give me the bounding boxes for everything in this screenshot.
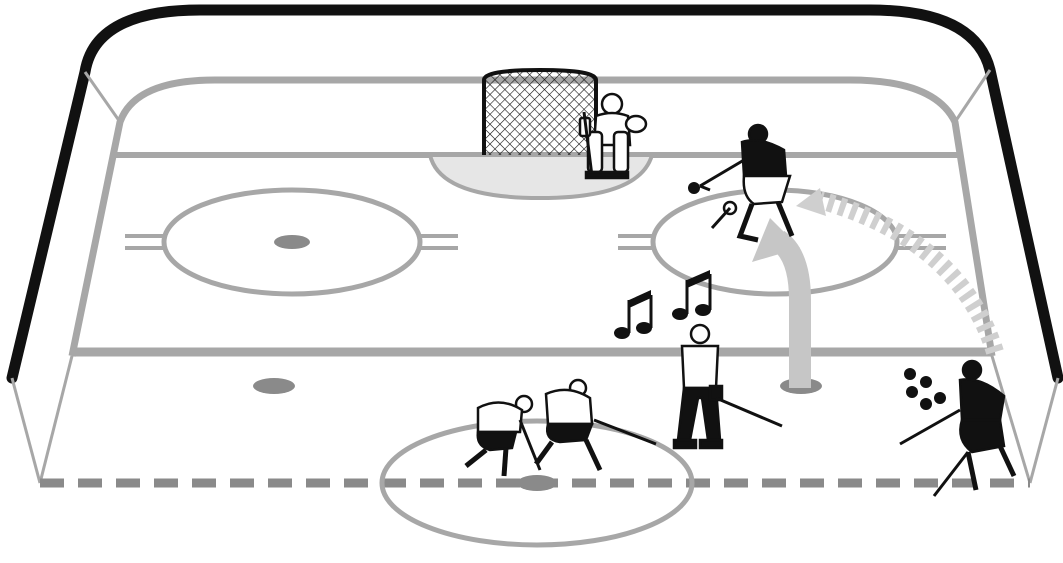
coach-player xyxy=(674,325,782,448)
skate-path-arrow xyxy=(778,240,800,388)
neutral-zone-dot-left xyxy=(253,378,295,394)
left-faceoff-dot xyxy=(274,235,310,249)
puck-icon xyxy=(920,398,932,410)
puck-icon xyxy=(934,392,946,404)
puck-icon xyxy=(688,182,700,194)
passer-player xyxy=(900,361,1014,496)
puck-icon xyxy=(904,368,916,380)
center-ice-dot xyxy=(517,475,557,491)
puck-icon xyxy=(906,386,918,398)
shooter-player xyxy=(700,125,792,240)
hockey-goal-net-icon xyxy=(484,70,596,155)
puck-pile xyxy=(904,368,946,410)
faceoff-player-left xyxy=(466,396,540,476)
puck-icon xyxy=(920,376,932,388)
